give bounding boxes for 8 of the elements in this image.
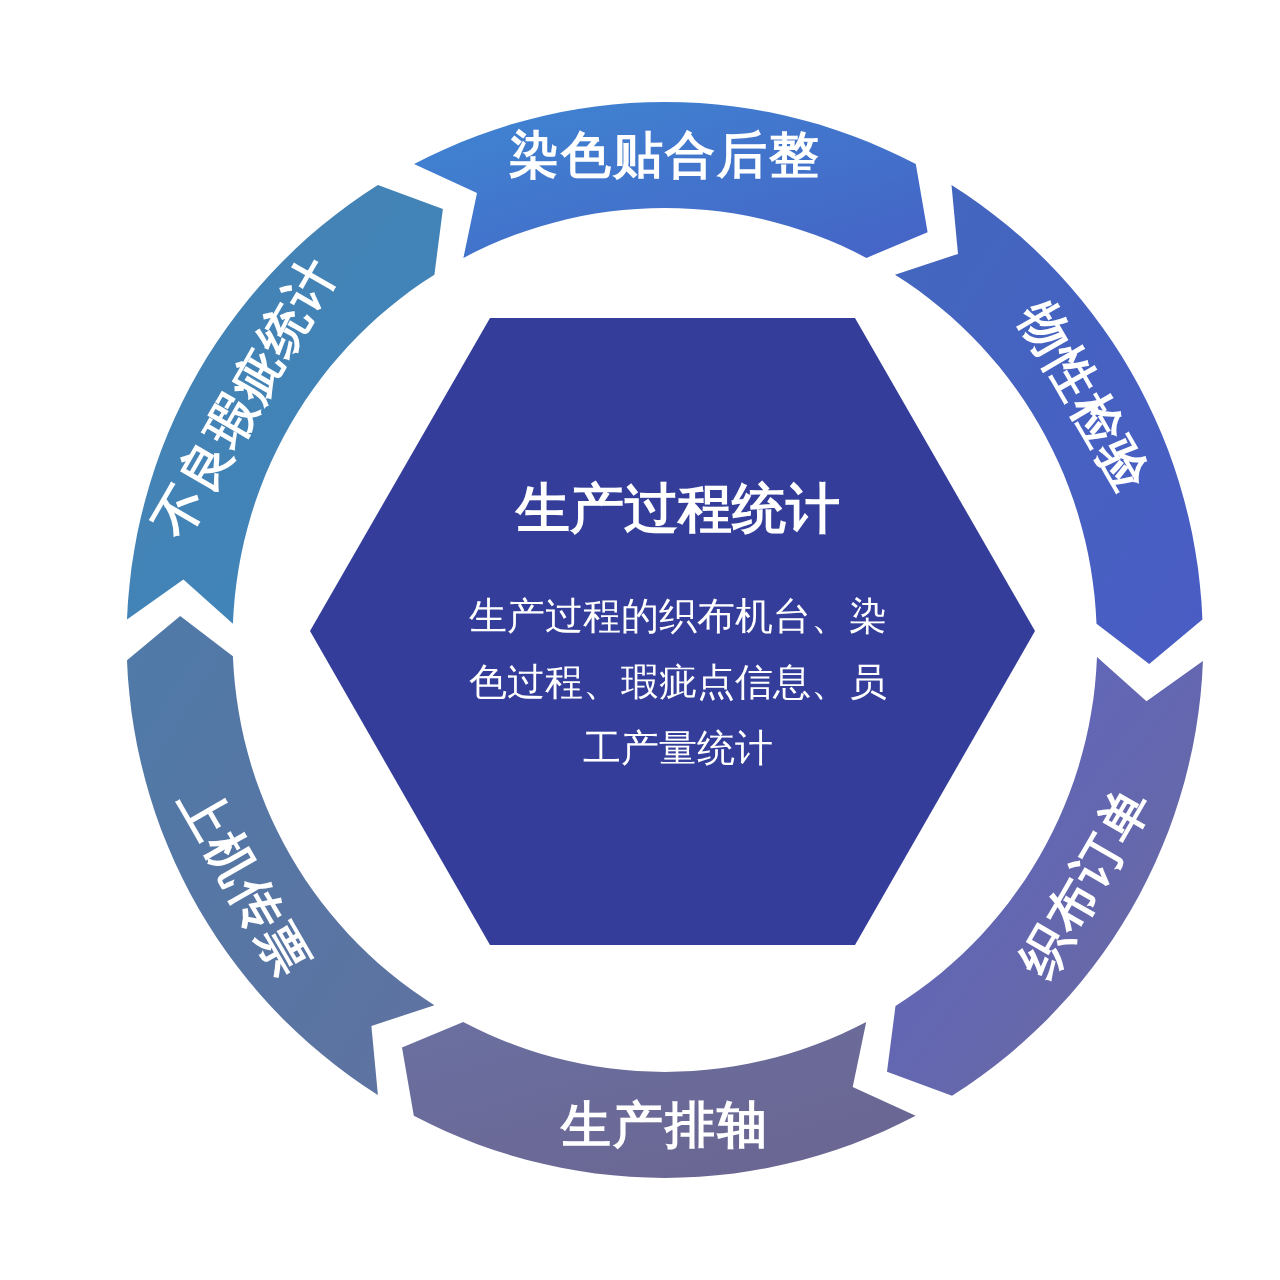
segment-label: 生产排轴 bbox=[561, 1100, 769, 1150]
hexagon-description: 生产过程的织布机台、染色过程、瑕疵点信息、员工产量统计 bbox=[467, 593, 888, 772]
segment-label: 物性检验 bbox=[1011, 294, 1159, 501]
segment-label: 不良瑕疵统计 bbox=[145, 249, 345, 546]
segment-label: 染色贴合后整 bbox=[509, 130, 821, 180]
hexagon-heading: 生产过程统计 bbox=[515, 476, 840, 542]
segment-label: 织布订单 bbox=[1011, 779, 1159, 986]
segment-label: 上机传票 bbox=[171, 779, 319, 986]
